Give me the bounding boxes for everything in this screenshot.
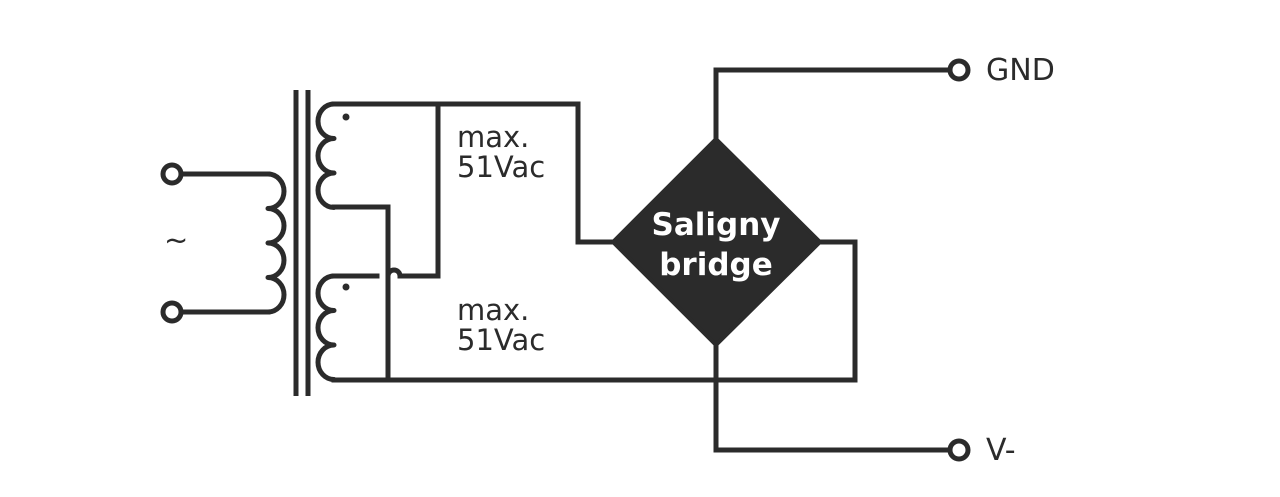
wire-upper-end [331,204,391,382]
lower-voltage-label-line2: 51Vac [457,323,545,357]
lower-voltage-label-line1: max. [457,293,529,327]
wire-vneg-output [713,342,953,453]
vneg-label: V- [986,433,1016,468]
secondary-winding-upper [315,101,337,210]
wire-tap-down [397,101,441,279]
ac-input-symbol: ~ [164,223,188,257]
primary-winding [265,171,287,315]
wire-gnd-output [713,67,953,142]
polarity-dot-lower [342,283,350,291]
vneg-terminal[interactable] [947,438,971,462]
gnd-label: GND [986,53,1055,88]
secondary-winding-lower [315,273,337,382]
bridge-label-line1: Saligny [652,207,781,243]
polarity-dot-upper [342,113,350,121]
upper-voltage-label-line1: max. [457,120,529,154]
primary-terminal-bottom[interactable] [160,300,184,324]
bridge-label-line2: bridge [659,247,773,283]
gnd-terminal[interactable] [947,58,971,82]
upper-voltage-label-line2: 51Vac [457,150,545,184]
primary-terminal-top[interactable] [160,162,184,186]
wire-bottom-return [331,239,858,383]
wire-top-to-bridge [331,101,616,245]
